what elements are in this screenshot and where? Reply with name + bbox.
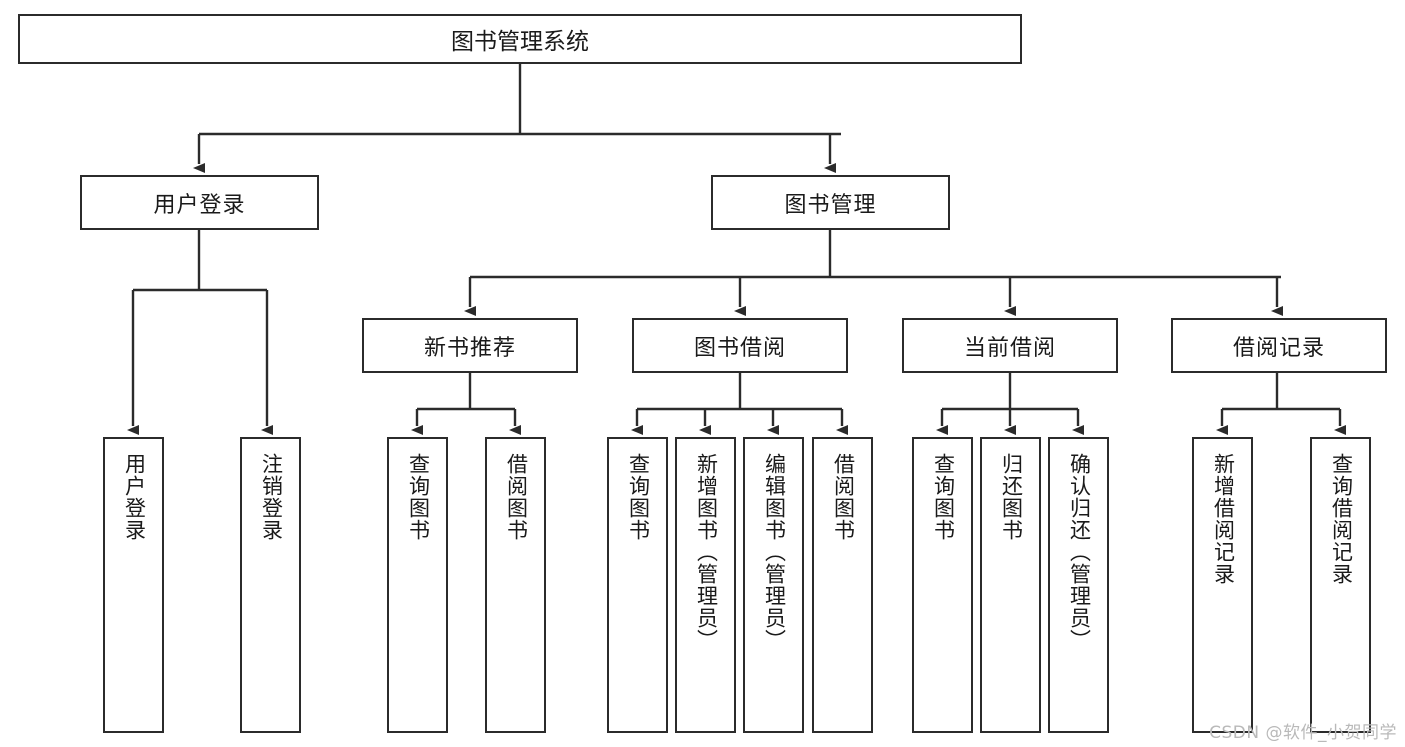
leaf-query-book-borrowing[interactable]: 查询图书	[607, 437, 668, 733]
leaf-label: 注销登录	[259, 453, 284, 541]
leaf-label: 借阅图书	[504, 453, 529, 541]
node-label: 当前借阅	[963, 335, 1056, 361]
leaf-label: 归还图书	[999, 453, 1024, 541]
leaf-label: 查询借阅记录	[1329, 453, 1354, 585]
leaf-label: 编辑图书（管理员）	[762, 453, 787, 651]
node-book-management[interactable]: 图书管理	[711, 175, 950, 230]
leaf-query-borrow-record[interactable]: 查询借阅记录	[1310, 437, 1371, 733]
leaf-borrow-book-recommend[interactable]: 借阅图书	[485, 437, 546, 733]
node-root-system[interactable]: 图书管理系统	[18, 14, 1022, 64]
node-borrowing-records[interactable]: 借阅记录	[1171, 318, 1387, 373]
leaf-label: 查询图书	[406, 453, 431, 541]
node-current-borrowing[interactable]: 当前借阅	[902, 318, 1118, 373]
leaf-logout[interactable]: 注销登录	[240, 437, 301, 733]
leaf-label: 查询图书	[626, 453, 651, 541]
leaf-label: 新增图书（管理员）	[694, 453, 719, 651]
node-label: 图书管理系统	[451, 29, 589, 55]
node-label: 图书借阅	[693, 335, 786, 361]
leaf-user-login[interactable]: 用户登录	[103, 437, 164, 733]
leaf-label: 借阅图书	[831, 453, 856, 541]
node-book-borrowing[interactable]: 图书借阅	[632, 318, 848, 373]
node-label: 借阅记录	[1232, 335, 1325, 361]
node-label: 新书推荐	[423, 335, 516, 361]
node-label: 图书管理	[784, 192, 877, 218]
leaf-add-book-admin[interactable]: 新增图书（管理员）	[675, 437, 736, 733]
leaf-label: 用户登录	[122, 453, 147, 541]
node-label: 用户登录	[153, 192, 246, 218]
watermark: CSDN @软件_小贺同学	[1209, 723, 1397, 743]
leaf-query-book-recommend[interactable]: 查询图书	[387, 437, 448, 733]
leaf-label: 查询图书	[931, 453, 956, 541]
leaf-return-book[interactable]: 归还图书	[980, 437, 1041, 733]
node-user-login[interactable]: 用户登录	[80, 175, 319, 230]
node-new-book-recommendation[interactable]: 新书推荐	[362, 318, 578, 373]
leaf-label: 新增借阅记录	[1211, 453, 1236, 585]
leaf-edit-book-admin[interactable]: 编辑图书（管理员）	[743, 437, 804, 733]
leaf-query-book-current[interactable]: 查询图书	[912, 437, 973, 733]
leaf-confirm-return-admin[interactable]: 确认归还（管理员）	[1048, 437, 1109, 733]
leaf-borrow-book[interactable]: 借阅图书	[812, 437, 873, 733]
leaf-label: 确认归还（管理员）	[1067, 453, 1092, 651]
leaf-add-borrow-record[interactable]: 新增借阅记录	[1192, 437, 1253, 733]
